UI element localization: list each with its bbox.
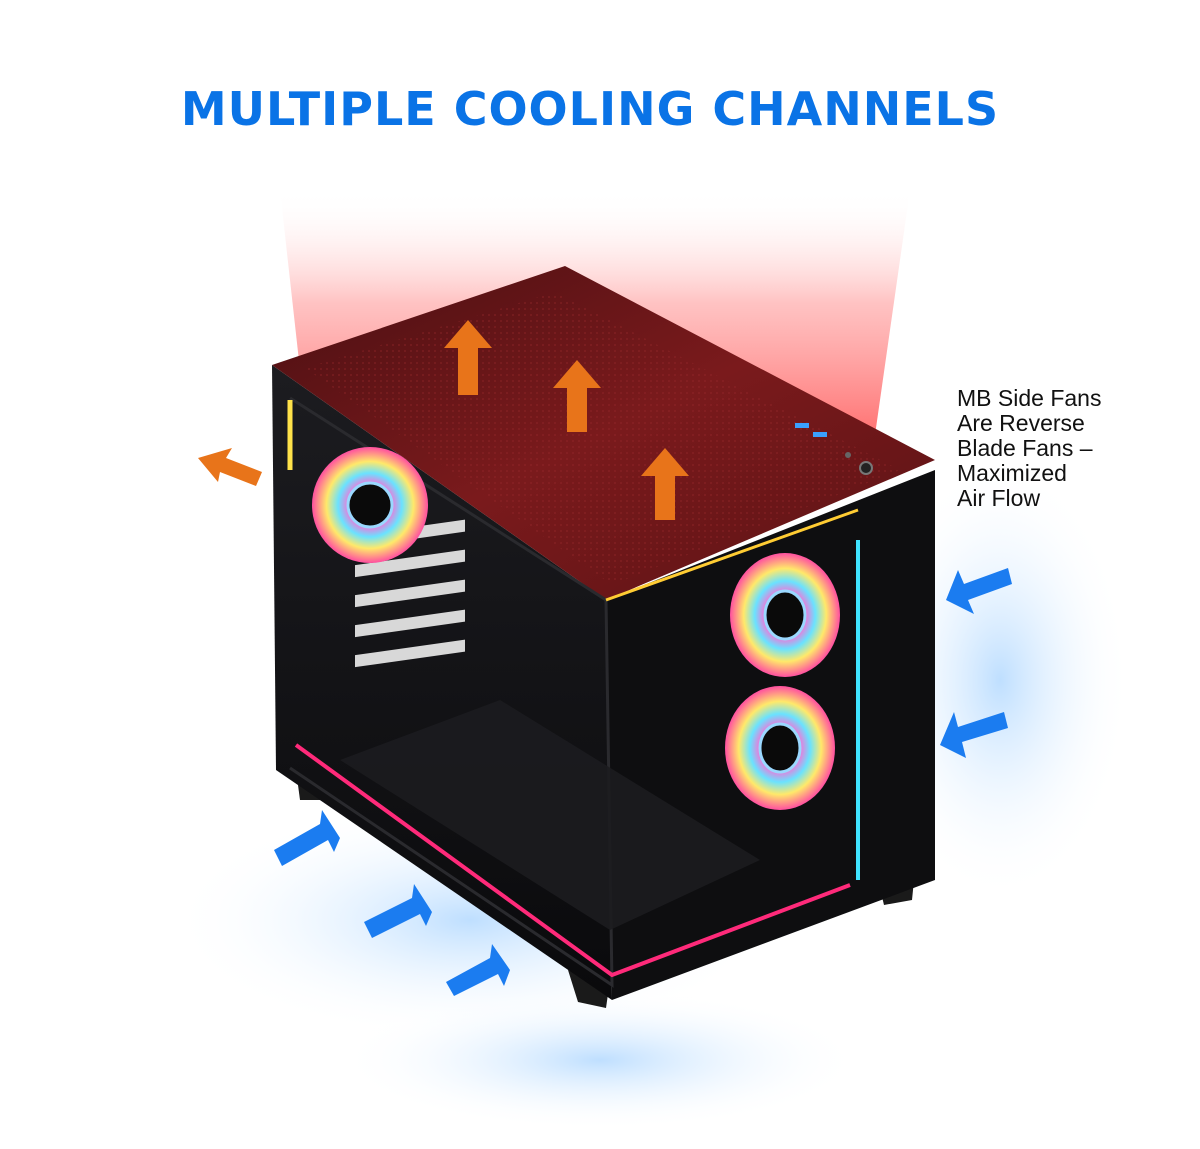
intake-arrow-icon [940,712,1008,758]
exhaust-arrow-icon [553,360,601,432]
side-fan-callout: MB Side Fans Are Reverse Blade Fans – Ma… [957,386,1187,511]
callout-line: MB Side Fans [957,385,1102,411]
front-io-ports [795,423,873,475]
callout-line: Air Flow [957,485,1041,511]
top-mesh [305,292,900,585]
intake-arrow-icon [446,944,510,996]
callout-line: Are Reverse [957,410,1085,436]
exhaust-arrow-icon [198,448,262,486]
side-fan-icon [730,553,840,677]
rgb-strip-bottom [294,743,851,978]
intake-arrow-icon [946,568,1012,614]
intake-glow-floor [340,990,860,1130]
callout-line: Blade Fans – [957,435,1093,461]
case-floor [340,700,760,930]
intake-arrow-icon [364,884,432,938]
rear-fan-icon [312,447,428,563]
exhaust-arrow-icon [444,320,492,395]
exhaust-arrow-icon [641,448,689,520]
page-title: MULTIPLE COOLING CHANNELS [180,82,1000,136]
rgb-strip-top-inner [605,508,859,602]
pc-case [272,266,935,1008]
side-fan-icon [725,686,835,810]
callout-line: Maximized [957,460,1067,486]
intake-arrow-icon [274,810,340,866]
